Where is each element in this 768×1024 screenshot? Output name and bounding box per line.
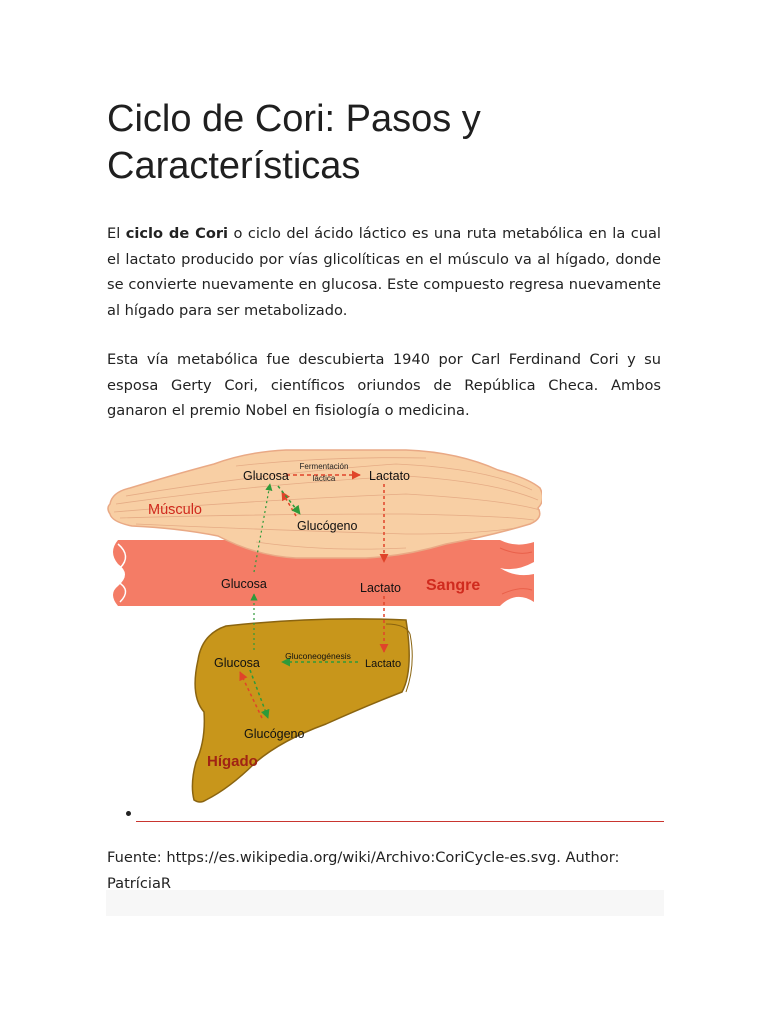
muscle-lactate-label: Lactato xyxy=(369,469,410,483)
liver-glucose-to-glycogen-arrow xyxy=(249,669,270,719)
red-divider xyxy=(136,821,664,822)
liver-shape xyxy=(191,618,410,803)
paragraph-intro: El ciclo de Cori o ciclo del ácido lácti… xyxy=(107,221,661,323)
muscle-glycogen-label: Glucógeno xyxy=(297,519,358,533)
blood-lactate-label: Lactato xyxy=(360,581,401,595)
paragraph-intro-lead: El xyxy=(107,225,126,242)
muscle-title-label: Músculo xyxy=(148,502,202,518)
cori-cycle-diagram: Glucosa Fermentación láctica Lactato Glu… xyxy=(106,444,544,812)
fermentation-label-2: láctica xyxy=(313,474,336,483)
blood-glucose-label: Glucosa xyxy=(221,577,267,591)
muscle-glucose-label: Glucosa xyxy=(243,469,289,483)
paragraph-history: Esta vía metabólica fue descubierta 1940… xyxy=(107,351,661,419)
muscle-fibers xyxy=(113,457,541,550)
source-attribution: Fuente: https://es.wikipedia.org/wiki/Ar… xyxy=(107,849,620,892)
liver-lactate-label: Lactato xyxy=(365,658,401,670)
blood-title-label: Sangre xyxy=(426,577,480,594)
bullet-marker xyxy=(126,811,131,816)
liver-glycogen-to-glucose-arrow xyxy=(239,671,263,719)
liver-glycogen-label: Glucógeno xyxy=(244,727,305,741)
fermentation-label-1: Fermentación xyxy=(300,462,349,471)
liver-title-label: Hígado xyxy=(207,753,258,770)
glycogen-to-glucose-arrow xyxy=(281,491,297,517)
paragraph-intro-rest: o ciclo del ácido láctico es una ruta me… xyxy=(107,225,661,319)
page-title: Ciclo de Cori: Pasos y Características xyxy=(107,98,481,187)
gluconeogenesis-label: Gluconeogénesis xyxy=(285,651,351,661)
liver-glucose-label: Glucosa xyxy=(214,656,260,670)
blood-vessel-shape xyxy=(113,540,534,606)
list-bullet-row xyxy=(126,808,664,824)
empty-content-box xyxy=(106,890,664,916)
muscle-shape xyxy=(107,449,544,559)
highlighted-term: ciclo de Cori xyxy=(125,225,229,242)
